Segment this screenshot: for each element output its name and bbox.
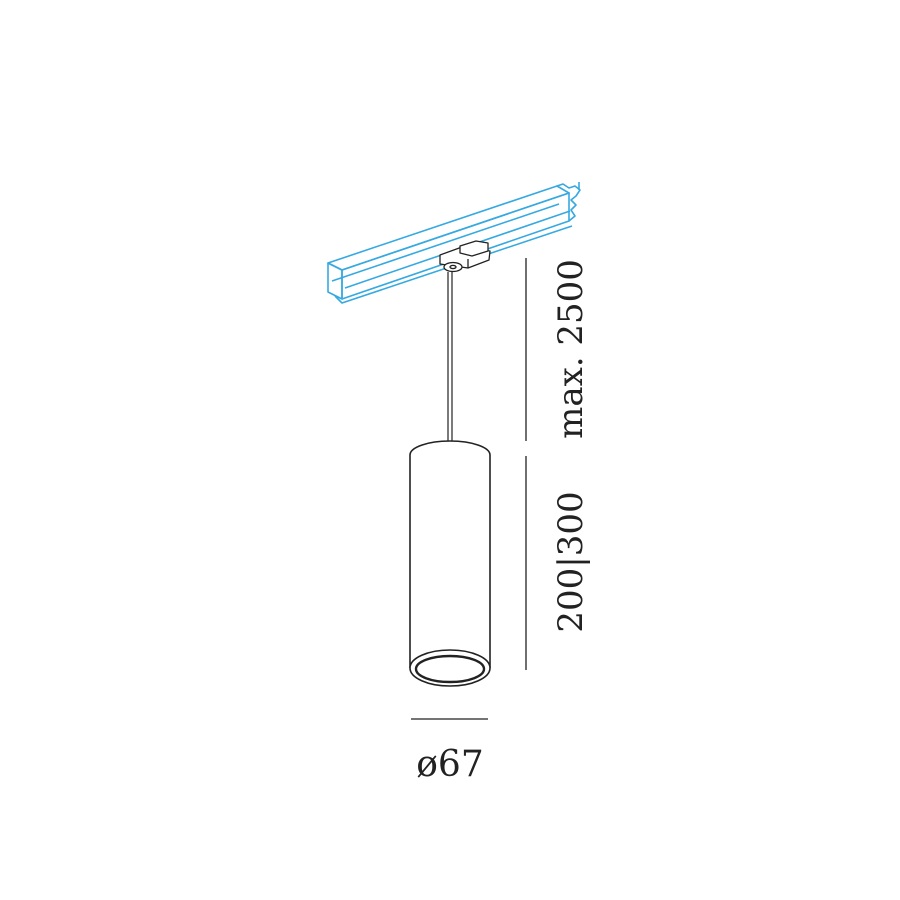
track-rail-front-face bbox=[327, 262, 343, 300]
track-rail-end-profile bbox=[556, 183, 581, 222]
dimension-lines bbox=[411, 258, 527, 720]
track-rail-groove-1 bbox=[331, 203, 560, 282]
suspension-cable bbox=[447, 272, 453, 443]
track-rail-bottom-lip bbox=[334, 225, 573, 304]
cylinder-top-cap bbox=[409, 440, 491, 456]
track-rail bbox=[327, 182, 581, 304]
body-length-label: 200|300 bbox=[551, 491, 591, 632]
adapter-cable-hole bbox=[449, 264, 457, 270]
cylinder-bottom-opening bbox=[414, 654, 486, 684]
track-adapter bbox=[439, 240, 491, 273]
adapter-top-block bbox=[459, 240, 489, 257]
diameter-label: ø67 bbox=[416, 744, 483, 785]
pendant-cylinder bbox=[409, 440, 491, 687]
cable-length-label: max. 2500 bbox=[551, 259, 591, 439]
